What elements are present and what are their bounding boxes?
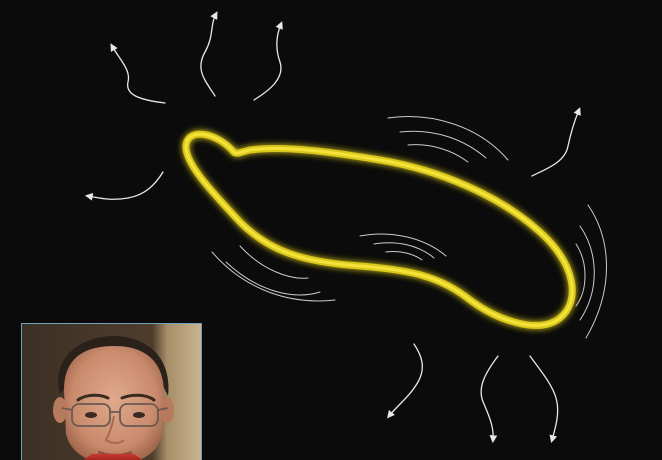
- motion-line: [586, 205, 607, 338]
- wavy-arrow-bottom-center: [481, 356, 498, 440]
- wavy-arrow-bottom-right: [530, 356, 558, 440]
- portrait-photo: [21, 323, 202, 460]
- motion-line: [386, 251, 422, 260]
- wavy-arrow-top-right: [254, 24, 281, 100]
- motion-line: [374, 243, 434, 258]
- cell-outline: [186, 134, 572, 325]
- motion-line: [576, 244, 585, 306]
- wavy-arrow-bottom-left: [389, 344, 422, 416]
- motion-line: [240, 246, 308, 278]
- wavy-arrow-left: [88, 172, 163, 199]
- wavy-arrow-top-left: [112, 46, 165, 103]
- motion-line: [580, 226, 594, 320]
- wavy-arrow-right: [532, 110, 579, 176]
- motion-line: [388, 117, 508, 160]
- wavy-arrow-top-center: [201, 14, 216, 96]
- motion-line: [408, 145, 468, 162]
